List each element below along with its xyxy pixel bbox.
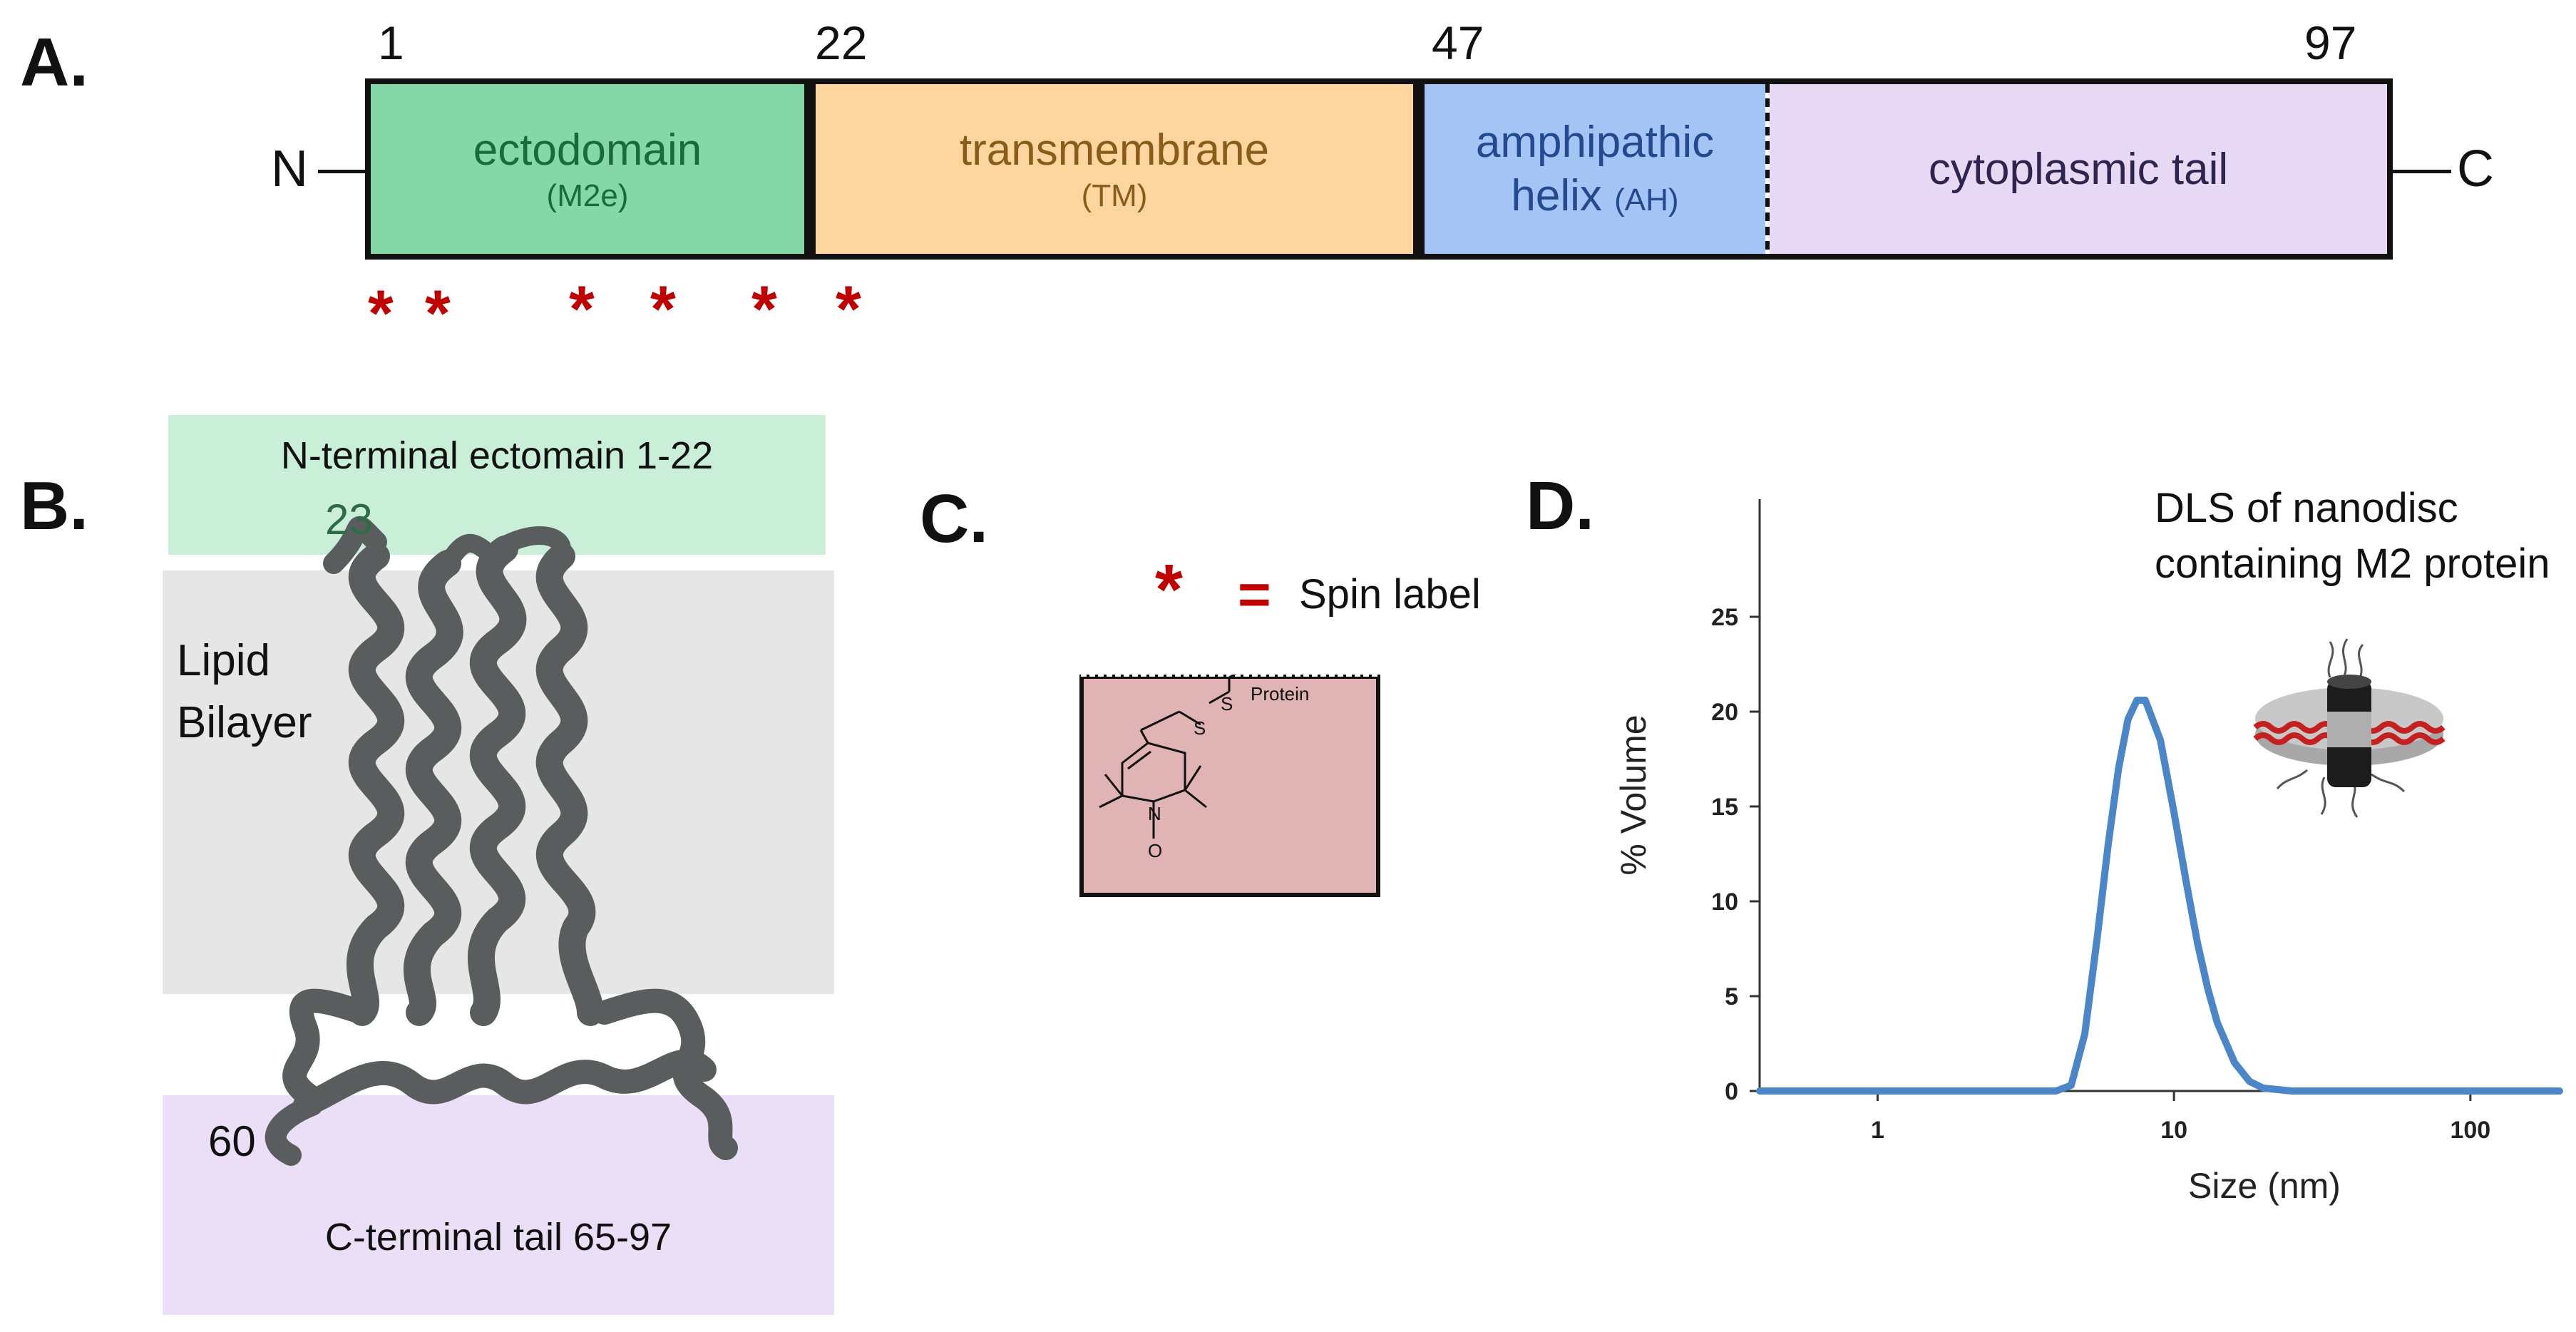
n-terminus-label: N (271, 140, 308, 198)
legend-asterisk: * (1155, 550, 1183, 630)
transmembrane-label: transmembrane (959, 125, 1270, 175)
transmembrane-segment: transmembrane (TM) (816, 84, 1413, 254)
dls-chart: 0 5 10 15 20 25 1 10 100 Size (nm) % Volume (1613, 499, 2563, 1206)
atom-n: N (1148, 803, 1161, 824)
n-terminal-region-label: N-terminal ectomain 1-22 (280, 434, 714, 477)
spin-label-structure-box (1079, 675, 1380, 897)
c-terminus-line (2393, 170, 2451, 173)
spin-label-asterisk: * (425, 277, 451, 350)
y-tick-label: 25 (1711, 604, 1738, 631)
residue-60-label: 60 (208, 1117, 256, 1165)
atom-s1: S (1194, 717, 1206, 739)
protein-label: Protein (1251, 683, 1309, 705)
y-axis-label: % Volume (1613, 714, 1653, 875)
legend-spin-label-text: Spin label (1299, 571, 1481, 618)
x-tick-label: 10 (2160, 1117, 2187, 1144)
dls-annotation-line1: DLS of nanodisc (2155, 485, 2458, 531)
x-tick-label: 1 (1871, 1117, 1884, 1144)
cytoplasmic-tail-label: cytoplasmic tail (1928, 144, 2229, 194)
lipid-bilayer-line2: Bilayer (177, 697, 312, 747)
c-terminal-region-label: C-terminal tail 65-97 (324, 1216, 672, 1259)
ectodomain-abbr: (M2e) (546, 178, 629, 213)
m2-helix-bundle (265, 516, 738, 1166)
spin-label-asterisk: * (569, 273, 595, 346)
position-97: 97 (2304, 16, 2357, 69)
y-tick-label: 20 (1711, 699, 1738, 726)
x-tick-label: 100 (2450, 1117, 2490, 1144)
nanodisc-illustration (2253, 638, 2446, 818)
amphipathic-helix-abbr: (AH) (1614, 183, 1679, 217)
spin-label-asterisk: * (650, 273, 676, 346)
box-dashed-edge (1081, 674, 1377, 677)
atom-o: O (1148, 840, 1162, 861)
lipid-bilayer-label: Lipid Bilayer (177, 630, 312, 754)
ectodomain-label: ectodomain (473, 125, 702, 175)
y-tick-label: 15 (1711, 794, 1738, 821)
amphipathic-helix-segment: amphipathic helix (AH) (1425, 84, 1765, 254)
y-tick-label: 0 (1725, 1078, 1738, 1105)
y-tick-label: 5 (1725, 983, 1738, 1010)
panel-c-label: C. (920, 481, 988, 557)
legend-equals: = (1238, 563, 1271, 626)
spin-label-asterisk: * (836, 273, 861, 346)
amphipathic-helix-label-line2: helix (1511, 171, 1602, 220)
lipid-bilayer-line1: Lipid (177, 636, 270, 685)
panel-b-label: B. (20, 468, 88, 544)
position-22: 22 (815, 16, 868, 69)
residue-23-label: 23 (325, 496, 373, 543)
amphipathic-helix-label-line1: amphipathic (1475, 118, 1715, 167)
dls-annotation-line2: containing M2 protein (2155, 541, 2550, 588)
position-1: 1 (378, 16, 404, 69)
mtsl-structure: S S Protein N O (1099, 675, 1309, 861)
cytoplasmic-tail-segment: cytoplasmic tail (1770, 84, 2387, 254)
spin-label-asterisk: * (751, 273, 777, 346)
panel-a-label: A. (20, 24, 88, 101)
position-47: 47 (1432, 16, 1484, 69)
dotted-divider (1765, 84, 1770, 254)
spin-label-asterisk: * (368, 277, 394, 350)
dls-size-distribution-line (1756, 697, 2563, 1095)
atom-s2: S (1221, 693, 1233, 714)
transmembrane-abbr: (TM) (1081, 178, 1148, 213)
panel-d-label: D. (1526, 468, 1594, 544)
y-tick-label: 10 (1711, 888, 1738, 916)
n-terminal-region (168, 415, 826, 555)
dls-annotation: DLS of nanodisc containing M2 protein (2155, 481, 2550, 593)
ectodomain-segment: ectodomain (M2e) (371, 84, 804, 254)
n-terminus-line (318, 170, 369, 173)
c-terminus-label: C (2457, 140, 2494, 198)
x-axis-label: Size (nm) (2188, 1166, 2341, 1206)
